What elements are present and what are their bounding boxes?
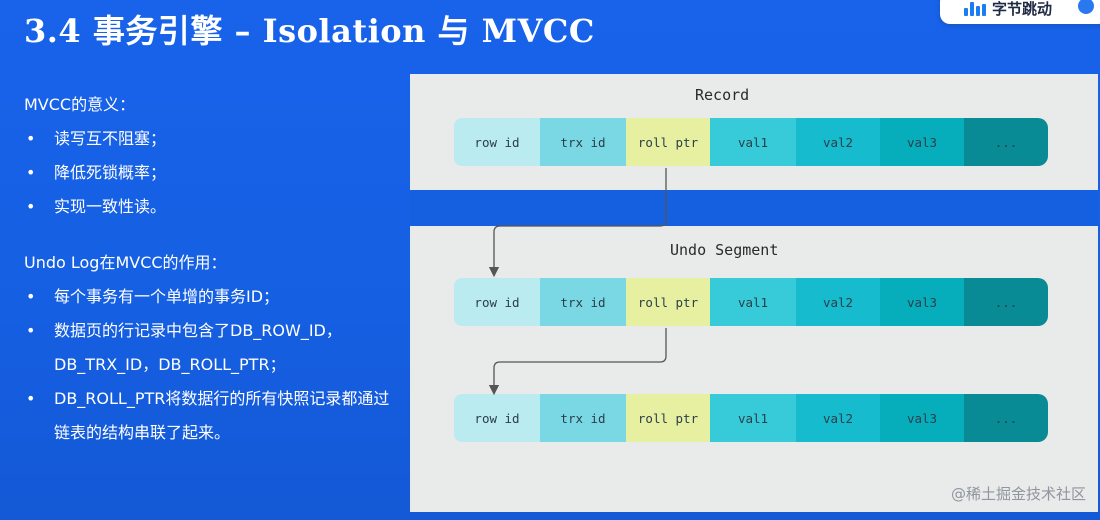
record-label: Record [695,86,750,104]
mvcc-heading: MVCC的意义： [24,95,136,114]
field-cell: row id [454,278,540,326]
field-cell: row id [454,394,540,442]
watermark: @稀土掘金技术社区 [950,485,1086,503]
field-cell: val1 [710,278,796,326]
roll-ptr-arrow [488,328,667,396]
undo-point: 数据页的行记录中包含了DB_ROW_ID，DB_TRX_ID，DB_ROLL_P… [24,314,394,382]
field-cell: row id [454,118,540,166]
bytedance-logo-icon [964,2,986,16]
undo-point: 每个事务有一个单增的事务ID； [24,280,394,314]
undo-segment-label: Undo Segment [670,241,779,259]
field-cell: val3 [880,394,964,442]
brand-logo: 字节跳动 [940,0,1100,24]
mvcc-point: 实现一致性读。 [24,190,394,224]
field-cell: val3 [880,118,964,166]
field-cell: val2 [796,278,880,326]
field-cell: trx id [540,394,626,442]
slide-title: 3.4 事务引擎 – Isolation 与 MVCC [24,12,595,50]
field-cell: roll ptr [626,278,710,326]
field-cell: val2 [796,394,880,442]
field-cell: trx id [540,278,626,326]
field-cell: ... [964,394,1048,442]
band-separator [410,190,1098,226]
field-cell: trx id [540,118,626,166]
text-panel: MVCC的意义： 读写互不阻塞； 降低死锁概率； 实现一致性读。 Undo Lo… [24,88,394,450]
field-cell: roll ptr [626,118,710,166]
undo-heading: Undo Log在MVCC的作用： [24,253,227,272]
field-cell: val2 [796,118,880,166]
brand-label: 字节跳动 [992,0,1053,18]
field-cell: val3 [880,278,964,326]
field-cell: val1 [710,118,796,166]
mvcc-point: 读写互不阻塞； [24,122,394,156]
field-cell: roll ptr [626,394,710,442]
field-cell: ... [964,118,1048,166]
field-cell: ... [964,278,1048,326]
field-cell: val1 [710,394,796,442]
undo-point: DB_ROLL_PTR将数据行的所有快照记录都通过链表的结构串联了起来。 [24,382,394,450]
undo-list: 每个事务有一个单增的事务ID； 数据页的行记录中包含了DB_ROW_ID，DB_… [24,280,394,450]
mvcc-list: 读写互不阻塞； 降低死锁概率； 实现一致性读。 [24,122,394,224]
mvcc-point: 降低死锁概率； [24,156,394,190]
brand-circle-icon [1078,0,1094,14]
